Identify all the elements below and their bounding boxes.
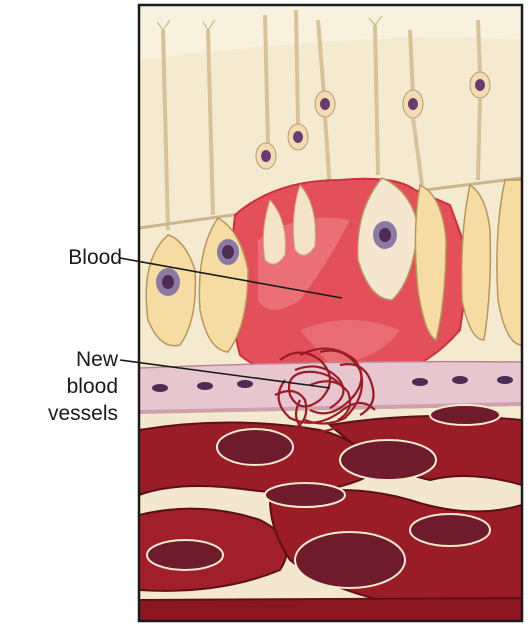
new-vessels-label: New blood vessels (18, 346, 118, 427)
new-vessels-label-line2: blood (18, 373, 118, 400)
new-vessels-label-line3: vessels (18, 400, 118, 427)
blood-label: Blood (18, 244, 122, 271)
new-vessels-label-line1: New (18, 346, 118, 373)
